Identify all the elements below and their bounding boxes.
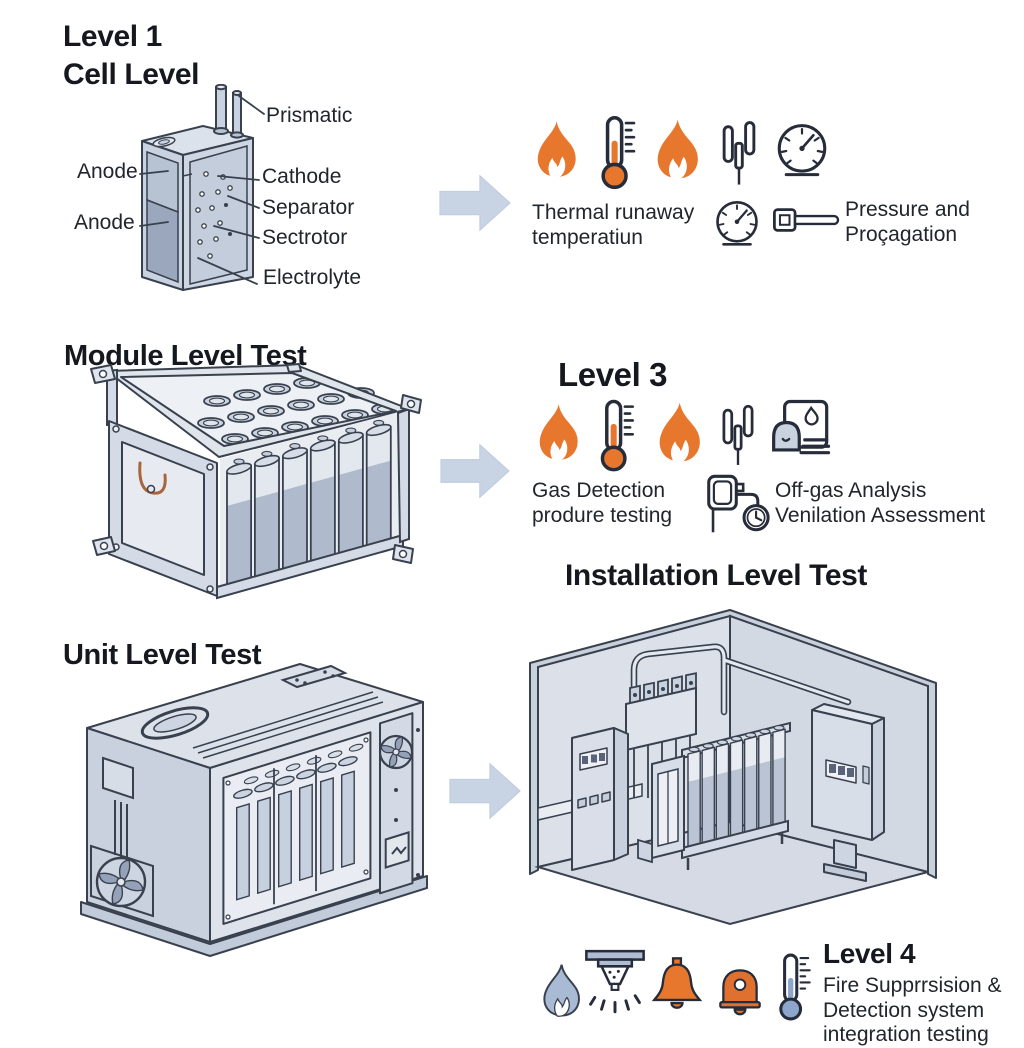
caption-gas-detection: Gas Detection produre testing bbox=[532, 479, 673, 527]
flame-blue-icon bbox=[540, 960, 582, 1022]
cell-label-prismatic: Prismatic bbox=[266, 104, 353, 127]
sprinkler-icon bbox=[583, 944, 647, 1024]
cell-label-sectrotor: Sectrotor bbox=[262, 226, 348, 249]
cell-label-anode-top: Anode bbox=[77, 160, 138, 183]
gas-analysis-icon bbox=[770, 398, 834, 458]
alarm-bell-icon bbox=[648, 954, 706, 1016]
pressure-probes-icon bbox=[720, 400, 756, 472]
control-cabinet-left bbox=[571, 727, 629, 871]
thermometer-icon bbox=[596, 398, 640, 474]
level1-heading-line1: Level 1 bbox=[63, 20, 162, 53]
pressure-probes-icon bbox=[720, 116, 758, 192]
cell-label-cathode: Cathode bbox=[262, 165, 342, 188]
arrow-right-icon bbox=[436, 166, 514, 240]
installation-room-diagram bbox=[529, 609, 937, 926]
alarm-bell-dome-icon bbox=[712, 962, 768, 1018]
cell-label-separator: Separator bbox=[262, 196, 355, 219]
cell-label-electrolyte: Electrolyte bbox=[263, 266, 362, 289]
caption-thermal-runaway: Thermal runaway temperatiun bbox=[532, 201, 695, 249]
caption-pressure-propagation: Pressure and Proçagation bbox=[845, 198, 970, 246]
flame-icon bbox=[535, 401, 581, 465]
gauge-icon bbox=[713, 199, 761, 249]
battery-module-diagram bbox=[90, 363, 422, 600]
cell-label-anode-bottom: Anode bbox=[74, 211, 135, 234]
arrow-right-icon bbox=[436, 436, 514, 506]
caption-fire-suppression: Fire Supprrsision & Detection system int… bbox=[823, 974, 1002, 1047]
flame-icon bbox=[652, 118, 702, 182]
gauge-icon bbox=[774, 122, 830, 180]
thermometer-icon bbox=[597, 114, 641, 192]
control-cabinet-right bbox=[811, 703, 885, 882]
installation-heading: Installation Level Test bbox=[565, 559, 867, 592]
level3-heading: Level 3 bbox=[558, 356, 668, 393]
battery-unit-diagram bbox=[80, 663, 428, 957]
prismatic-cell-diagram bbox=[139, 84, 265, 291]
battery-rack bbox=[651, 721, 791, 870]
unit-heading: Unit Level Test bbox=[63, 639, 262, 671]
level4-heading: Level 4 bbox=[823, 938, 916, 969]
caption-offgas-analysis: Off-gas Analysis Venilation Assessment bbox=[775, 479, 986, 527]
leader-lines bbox=[139, 95, 265, 285]
key-probe-icon bbox=[772, 206, 842, 234]
thermometer-blue-icon bbox=[777, 950, 815, 1024]
flame-icon bbox=[533, 118, 579, 182]
flame-icon bbox=[654, 401, 704, 465]
level1-heading-line2: Cell Level bbox=[63, 58, 200, 91]
